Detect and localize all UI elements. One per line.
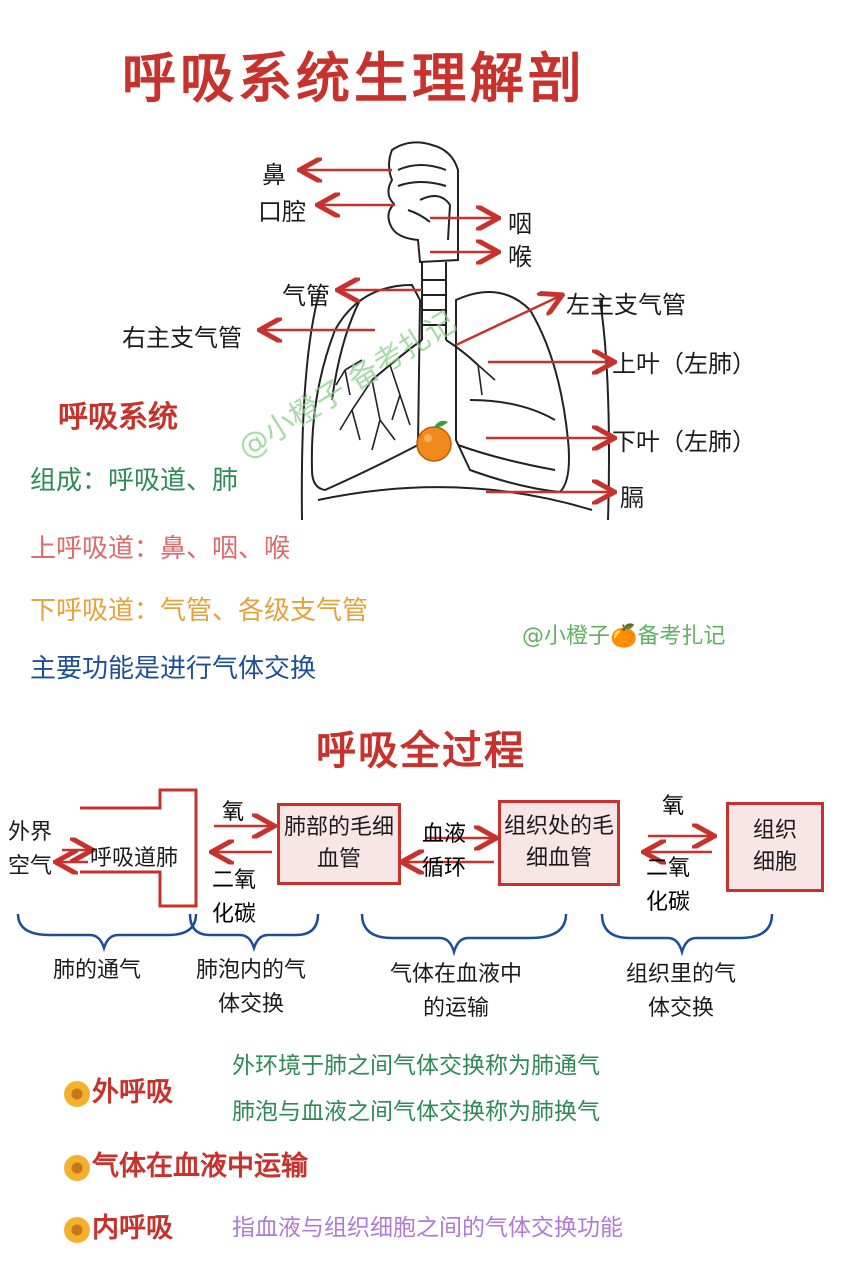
summary-external-line1: 外环境于肺之间气体交换称为肺通气	[232, 1053, 600, 1079]
box-lung-capillary: 肺部的毛细血管	[277, 803, 401, 885]
label-larynx: 喉	[508, 243, 532, 271]
section1-line2: 上呼吸道：鼻、咽、喉	[30, 534, 291, 564]
label-pharynx: 咽	[508, 210, 532, 238]
oxygen-label-1: 氧	[222, 800, 245, 825]
brace-label-tissue-exchange: 组织里的气体交换	[625, 962, 736, 1021]
summary-internal-desc: 指血液与组织细胞之间的气体交换功能	[232, 1215, 623, 1241]
braces	[16, 913, 774, 957]
section1-line3: 下呼吸道：气管、各级支气管	[30, 596, 369, 626]
head-outline	[387, 141, 459, 264]
box-tissue-cell: 组织细胞	[726, 802, 824, 892]
section1-line4: 主要功能是进行气体交换	[30, 654, 317, 684]
label-mouth: 口腔	[258, 198, 306, 226]
oxygen-label-2: 氧	[662, 794, 685, 819]
bronchial-tree	[335, 359, 496, 451]
flower-icon	[64, 1216, 90, 1243]
flower-icon	[64, 1080, 90, 1107]
label-lower-lobe: 下叶（左肺）	[612, 428, 756, 456]
label-nose: 鼻	[262, 161, 286, 189]
brace-label-blood-transport: 气体在血液中的运输	[389, 962, 522, 1021]
label-right-bronchus: 右主支气管	[122, 324, 242, 352]
right-lung-outline	[310, 283, 422, 492]
orange-fruit-icon	[416, 420, 452, 462]
page-title: 呼吸系统生理解剖	[122, 47, 586, 110]
brace-label-alveolar-exchange: 肺泡内的气体交换	[195, 958, 306, 1017]
process-arrows	[58, 826, 712, 862]
airway-lung-shape	[80, 788, 198, 908]
flower-icon	[64, 1154, 90, 1181]
summary-external-line2: 肺泡与血液之间气体交换称为肺换气	[232, 1099, 600, 1125]
trachea-outline	[371, 262, 479, 381]
anatomy-arrows	[262, 170, 612, 492]
blood-circulation-label: 血液循环	[422, 822, 467, 881]
co2-label-2: 二氧化碳	[646, 856, 691, 915]
label-upper-lobe: 上叶（左肺）	[612, 350, 756, 378]
section1-line1: 组成：呼吸道、肺	[30, 466, 239, 496]
summary-transport: 气体在血液中运输	[64, 1144, 308, 1183]
section1-heading: 呼吸系统	[58, 400, 178, 435]
label-trachea: 气管	[282, 282, 330, 310]
summary-external: 外呼吸	[64, 1070, 173, 1109]
co2-label-1: 二氧化碳	[212, 868, 257, 927]
outside-air-label: 外界空气	[8, 820, 53, 879]
summary-internal: 内呼吸	[64, 1206, 173, 1245]
box-tissue-capillary: 组织处的毛细血管	[498, 800, 620, 886]
watermark: @小橙子🍊备考扎记	[522, 624, 726, 649]
airway-lung-label: 呼吸道肺	[90, 846, 179, 871]
label-diaphragm: 膈	[620, 484, 644, 512]
section2-heading: 呼吸全过程	[316, 728, 526, 774]
brace-label-ventilation: 肺的通气	[52, 958, 141, 983]
label-left-bronchus: 左主支气管	[566, 291, 686, 319]
left-lung-outline	[455, 291, 570, 494]
